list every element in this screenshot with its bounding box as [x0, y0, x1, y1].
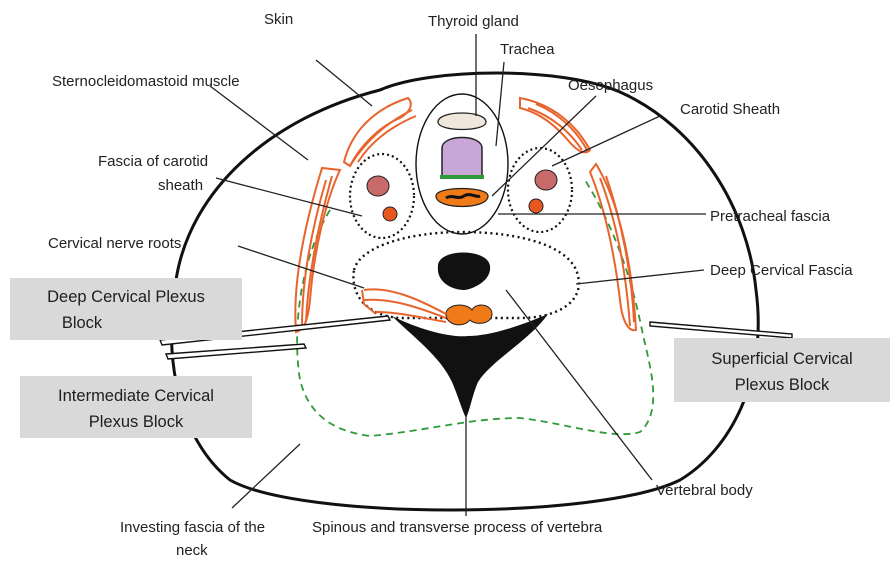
trachea	[442, 138, 482, 177]
label-vertebral-body: Vertebral body	[656, 482, 753, 499]
label-cervical-nerve-roots: Cervical nerve roots	[48, 235, 181, 252]
vein-left	[383, 207, 397, 221]
label-trachea: Trachea	[500, 41, 555, 58]
label-fascia-carotid-1: Fascia of carotid	[98, 153, 208, 170]
label-scm-muscle: Sternocleidomastoid muscle	[52, 73, 240, 90]
box-intermediate-cervical-plexus-block: Intermediate Cervical Plexus Block	[20, 376, 252, 438]
box-deep-cervical-plexus-block: Deep Cervical Plexus Block	[10, 278, 242, 340]
label-fascia-carotid-2: sheath	[158, 177, 203, 194]
box-intermediate-line1: Intermediate Cervical	[58, 387, 214, 405]
label-carotid-sheath: Carotid Sheath	[680, 101, 780, 118]
artery-left	[367, 176, 389, 196]
label-oesophagus: Oesophagus	[568, 77, 653, 94]
label-investing-fascia-2: neck	[176, 542, 208, 559]
box-deep-line1: Deep Cervical Plexus	[47, 288, 205, 306]
vein-right	[529, 199, 543, 213]
label-investing-fascia-1: Investing fascia of the	[120, 519, 265, 536]
label-skin: Skin	[264, 11, 293, 28]
thyroid-gland	[438, 113, 486, 130]
box-superficial-cervical-plexus-block: Superficial Cervical Plexus Block	[674, 338, 890, 402]
label-pretracheal-fascia: Pretracheal fascia	[710, 208, 831, 225]
box-superficial-line2: Plexus Block	[735, 376, 830, 394]
label-deep-cervical-fascia: Deep Cervical Fascia	[710, 262, 853, 279]
box-superficial-line1: Superficial Cervical	[711, 350, 852, 368]
trachea-base-line	[440, 175, 484, 179]
label-spinous-process: Spinous and transverse process of verteb…	[312, 519, 603, 536]
artery-right	[535, 170, 557, 190]
box-intermediate-line2: Plexus Block	[89, 413, 184, 431]
box-deep-line2: Block	[62, 314, 103, 332]
label-thyroid-gland: Thyroid gland	[428, 13, 519, 30]
